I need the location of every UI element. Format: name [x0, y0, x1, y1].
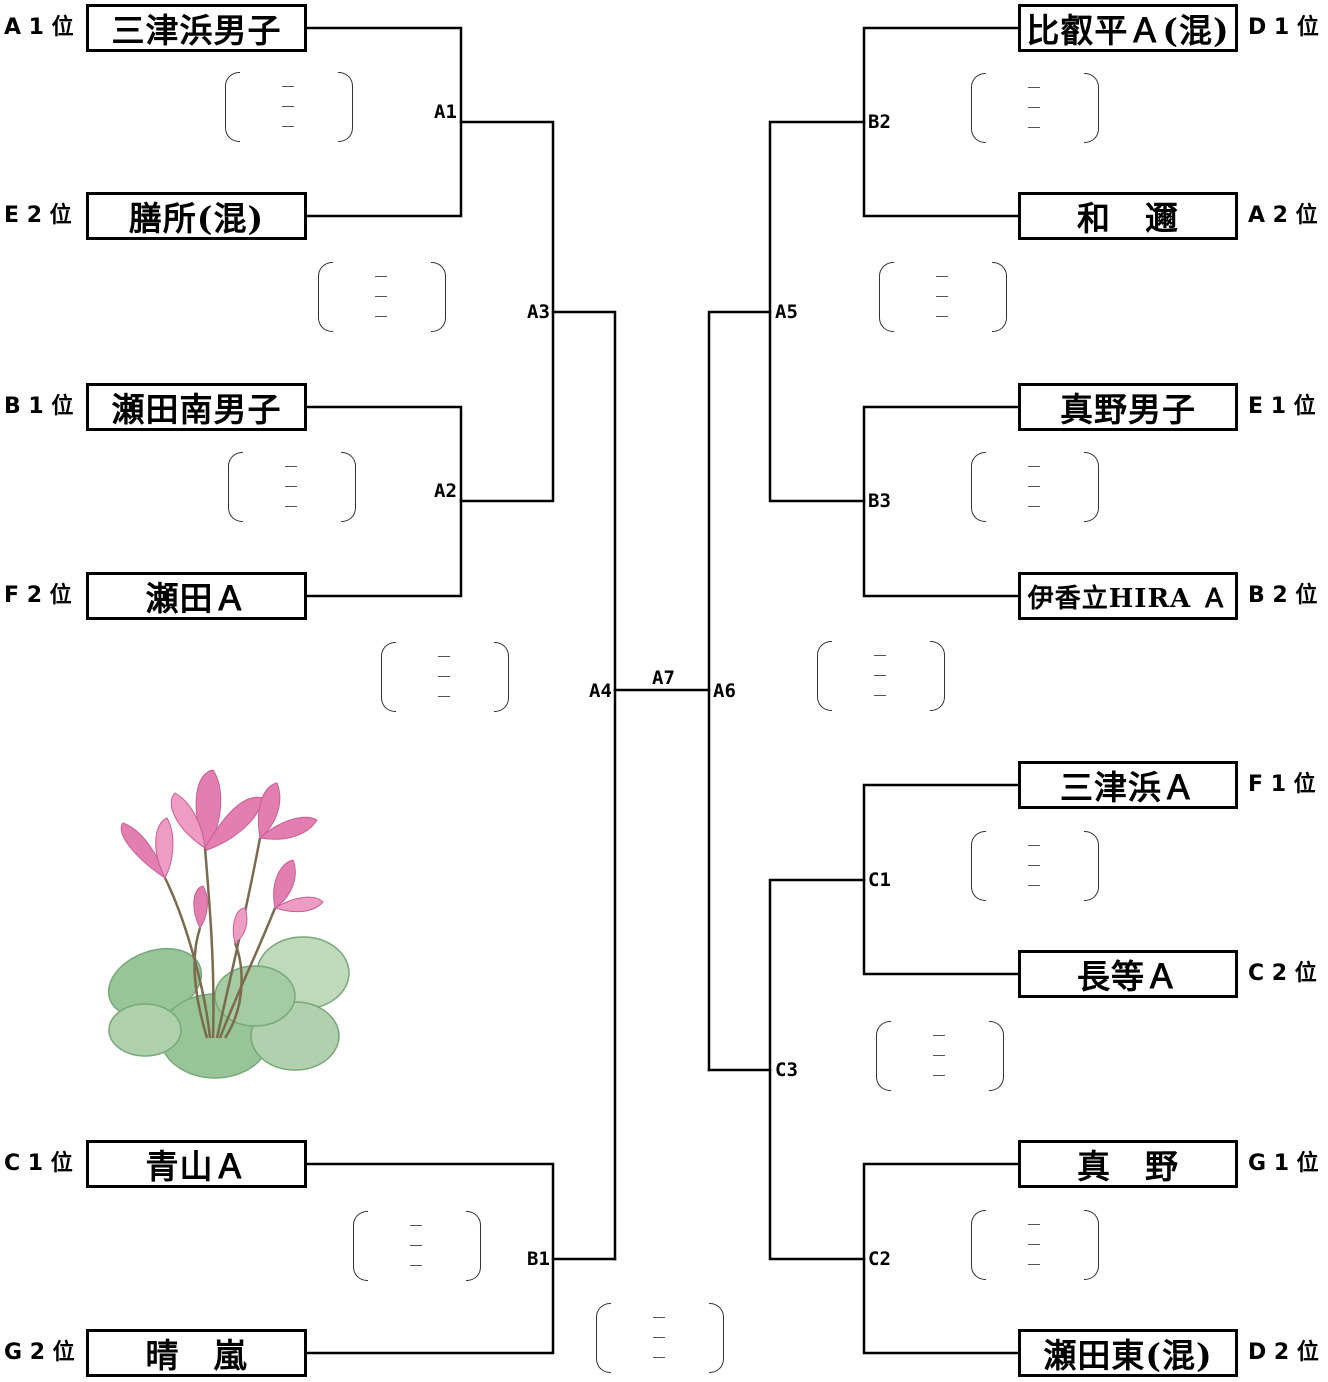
team-box: 真 野 [1018, 1140, 1238, 1188]
cyclamen-flower-illustration [107, 769, 350, 1079]
team-box: 青山Ａ [86, 1140, 307, 1188]
group-rank-label: E 1 位 [1248, 394, 1316, 419]
team-box: 膳所(混) [86, 192, 307, 240]
team-box: 瀬田東(混) [1018, 1329, 1238, 1377]
team-box: 三津浜Ａ [1018, 761, 1238, 809]
score-placeholder [971, 73, 1099, 145]
team-box: 真野男子 [1018, 383, 1238, 431]
group-rank-label: A 2 位 [1248, 203, 1318, 228]
match-code: A3 [527, 301, 550, 323]
match-code: A4 [589, 680, 612, 702]
score-placeholder [596, 1303, 724, 1375]
match-code: A1 [434, 101, 457, 123]
match-code: C2 [868, 1248, 891, 1270]
match-code: B3 [868, 490, 891, 512]
group-rank-label: E 2 位 [4, 203, 72, 228]
match-code: B1 [527, 1248, 550, 1270]
match-code: C3 [775, 1059, 798, 1081]
team-box: 晴 嵐 [86, 1329, 307, 1377]
score-placeholder [971, 1210, 1099, 1282]
group-rank-label: B 2 位 [1248, 583, 1318, 608]
match-code: C1 [868, 869, 891, 891]
score-placeholder [353, 1211, 481, 1283]
match-code: B2 [868, 111, 891, 133]
score-placeholder [225, 72, 353, 144]
match-code: A7 [652, 667, 675, 689]
team-box: 和 邇 [1018, 192, 1238, 240]
team-box: 比叡平Ａ(混) [1018, 4, 1238, 52]
team-box: 三津浜男子 [86, 4, 307, 52]
score-placeholder [876, 1021, 1004, 1093]
match-code: A2 [434, 480, 457, 502]
group-rank-label: D 2 位 [1248, 1340, 1319, 1365]
group-rank-label: G 2 位 [4, 1340, 75, 1365]
score-placeholder [318, 262, 446, 334]
team-box: 伊香立HIRA Ａ [1018, 572, 1238, 620]
group-rank-label: G 1 位 [1248, 1151, 1319, 1176]
score-placeholder [228, 452, 356, 524]
group-rank-label: A 1 位 [4, 15, 74, 40]
group-rank-label: F 2 位 [4, 583, 72, 608]
group-rank-label: F 1 位 [1248, 772, 1316, 797]
score-placeholder [879, 262, 1007, 334]
score-placeholder [971, 831, 1099, 903]
group-rank-label: D 1 位 [1248, 15, 1319, 40]
group-rank-label: C 1 位 [4, 1151, 73, 1176]
team-box: 瀬田南男子 [86, 383, 307, 431]
group-rank-label: B 1 位 [4, 394, 74, 419]
score-placeholder [817, 641, 945, 713]
match-code: A6 [713, 680, 736, 702]
score-placeholder [381, 642, 509, 714]
group-rank-label: C 2 位 [1248, 961, 1317, 986]
team-box: 瀬田Ａ [86, 572, 307, 620]
match-code: A5 [775, 301, 798, 323]
team-box: 長等Ａ [1018, 950, 1238, 998]
score-placeholder [971, 452, 1099, 524]
